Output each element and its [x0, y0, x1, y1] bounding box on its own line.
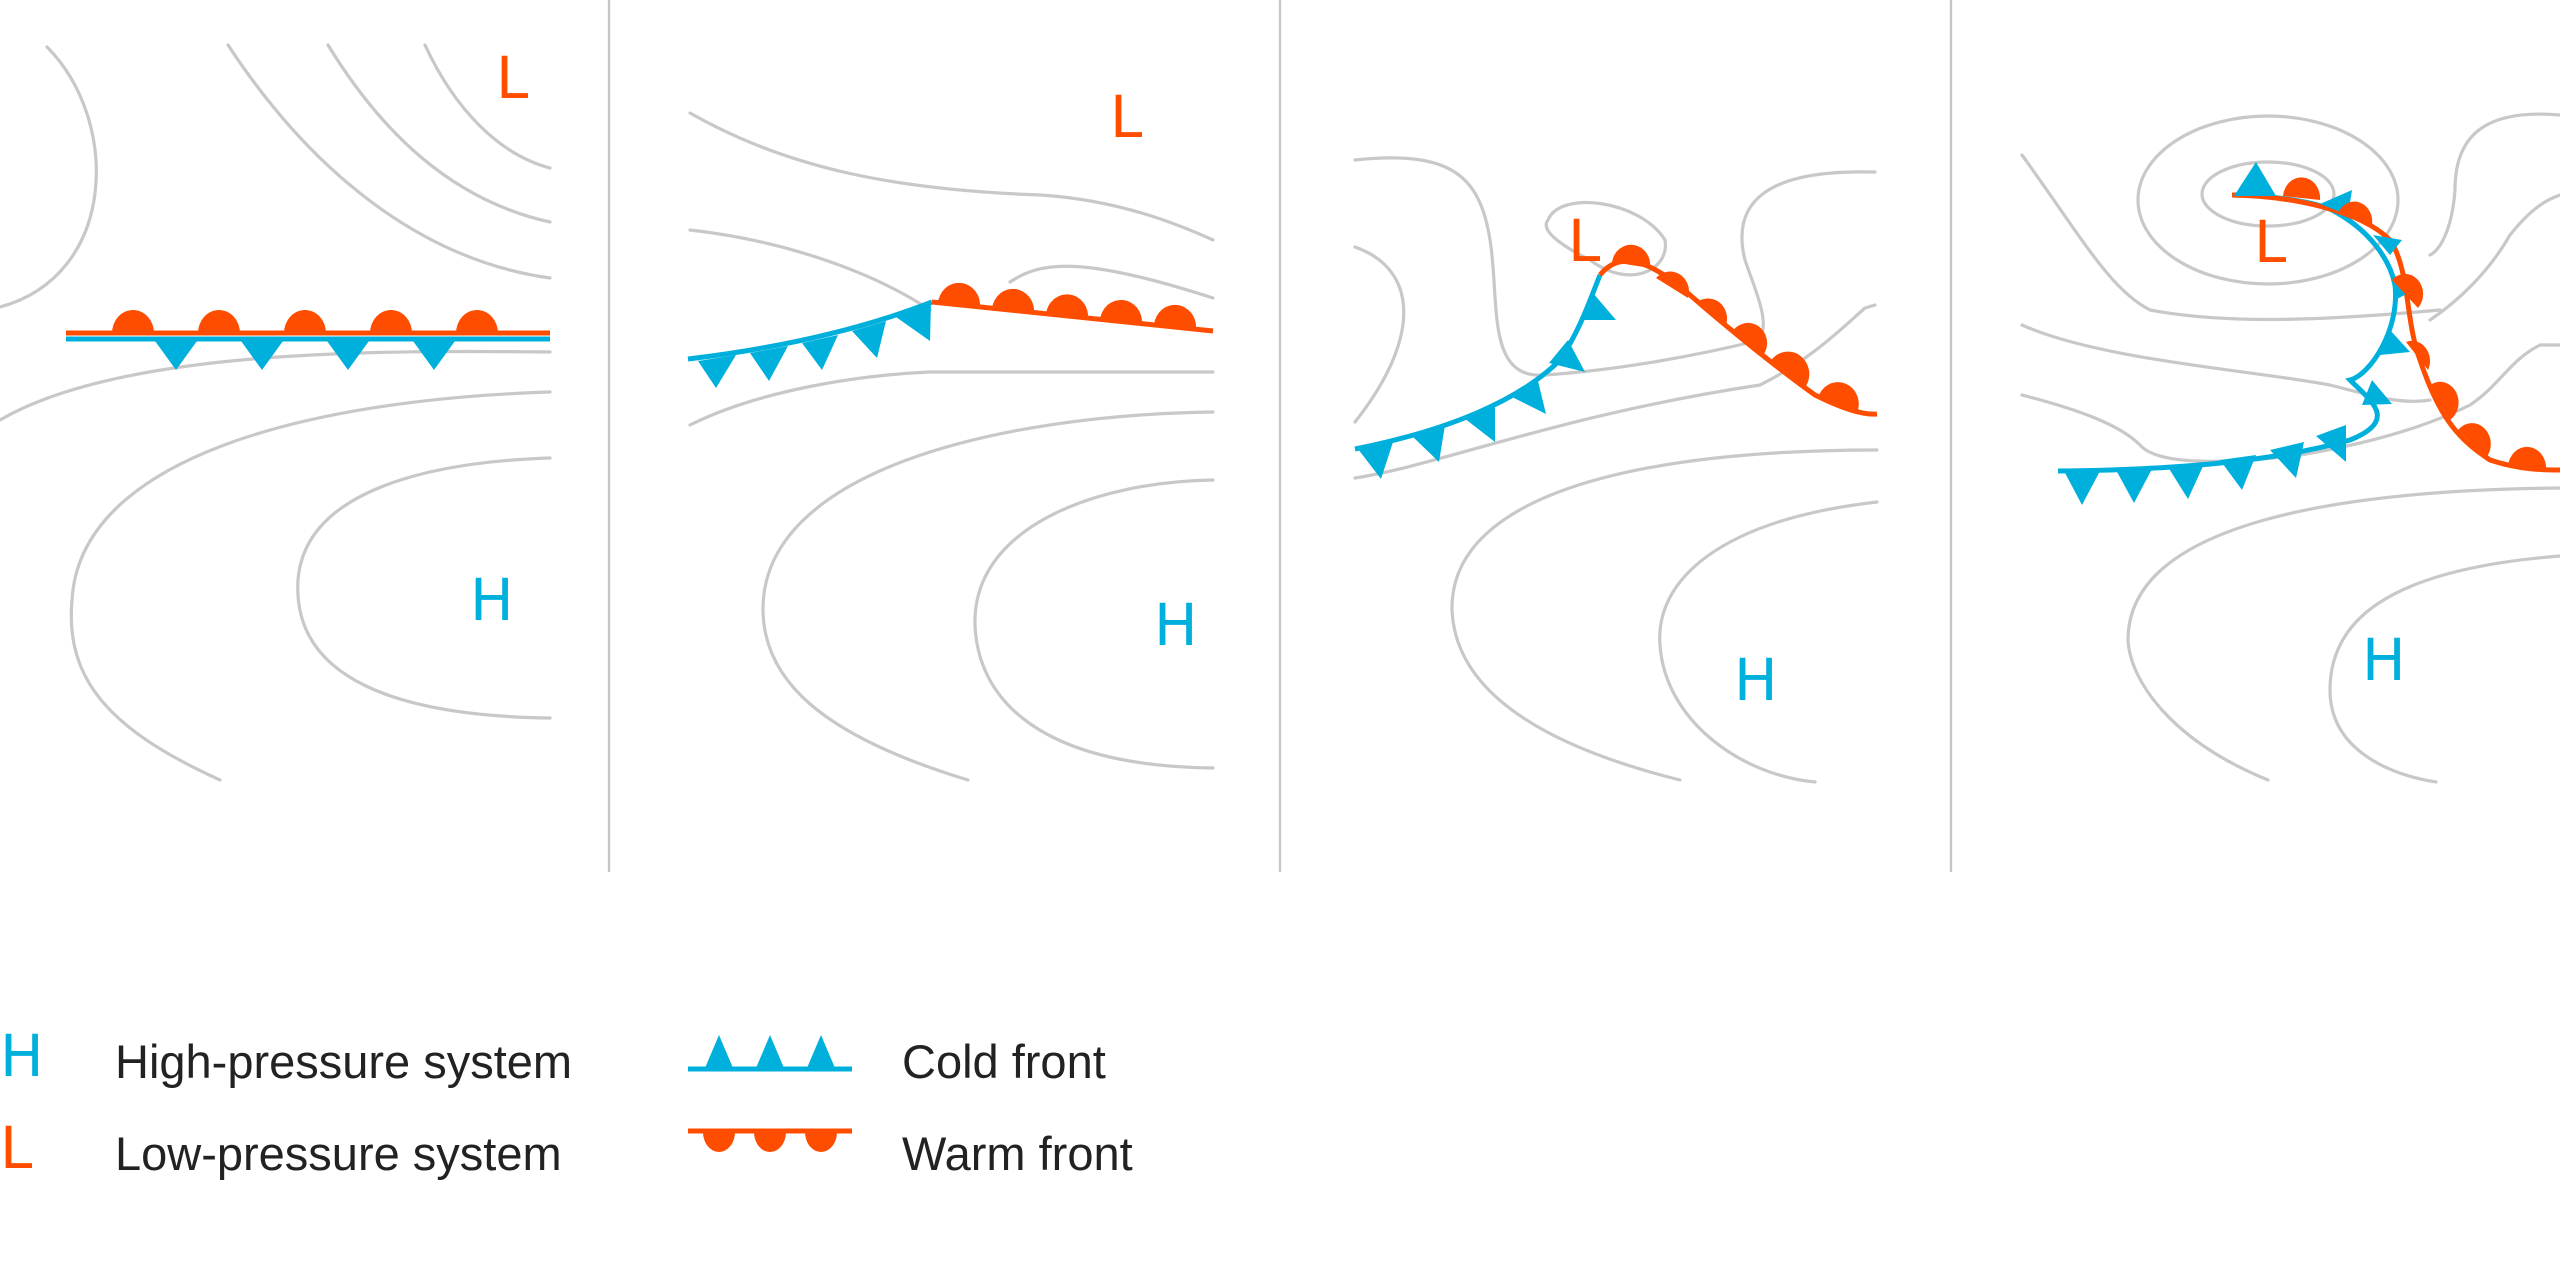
warm-front-semicircles: [112, 310, 498, 333]
legend-low-symbol: L: [0, 1114, 32, 1182]
legend: H High-pressure system L Low-pressure sy…: [0, 1022, 1133, 1182]
legend-low-label: Low-pressure system: [115, 1127, 562, 1180]
warm-front-semicircle: [456, 310, 498, 333]
cold-front-line: [687, 299, 933, 362]
cold-front-triangle: [698, 355, 736, 388]
cold-front-icon: [688, 1035, 852, 1072]
cold-front-triangle: [2316, 425, 2346, 462]
high-pressure-label: H: [470, 566, 514, 634]
low-pressure-label: L: [496, 44, 528, 112]
cold-front-triangle: [2168, 464, 2204, 499]
legend-item-low: L Low-pressure system: [0, 1114, 562, 1182]
warm-front-semicircle: [1770, 351, 1810, 386]
panel-4: L H: [2020, 112, 2560, 784]
warm-front-semicircle: [1696, 298, 1728, 325]
cold-front-triangle: [852, 321, 886, 358]
cold-front-triangles: [1358, 293, 1616, 479]
high-pressure-label: H: [2362, 626, 2406, 694]
panel-2: L H: [687, 83, 1215, 782]
cold-front-triangle: [2270, 442, 2304, 478]
legend-high-label: High-pressure system: [115, 1035, 572, 1088]
cold-front-triangle: [1412, 425, 1445, 462]
cold-front-triangle: [2362, 380, 2392, 405]
warm-front-semicircle: [1046, 294, 1089, 319]
legend-item-warm-front: Warm front: [688, 1127, 1133, 1180]
warm-front-semicircle: [1154, 304, 1197, 329]
legend-item-cold-front: Cold front: [688, 1035, 1106, 1088]
warm-front-semicircle: [1732, 322, 1768, 354]
cold-front-triangle: [155, 341, 197, 370]
cold-front-triangle: [1358, 442, 1393, 479]
warm-front-semicircle: [112, 310, 154, 333]
warm-front-semicircle: [1100, 299, 1143, 324]
cold-front-triangle: [413, 341, 455, 370]
cold-front-triangle: [1464, 405, 1495, 442]
legend-warm-front-label: Warm front: [902, 1127, 1133, 1180]
warm-front-semicircles: [1612, 244, 1859, 410]
warm-front-semicircle: [1612, 244, 1651, 268]
cold-front-triangle: [802, 335, 838, 370]
warm-front-semicircle: [198, 310, 240, 333]
warm-front-semicircle: [2283, 177, 2321, 200]
cold-front-triangles: [698, 302, 931, 388]
cold-front-triangle: [2380, 330, 2410, 355]
legend-item-high: H High-pressure system: [0, 1022, 572, 1090]
cold-front-triangle: [1549, 340, 1585, 372]
cold-front-triangle: [2116, 469, 2152, 503]
cold-front-triangle: [896, 302, 931, 341]
cold-front-triangle: [2064, 471, 2100, 505]
warm-front-semicircle: [370, 310, 412, 333]
cold-front-triangle: [2234, 162, 2276, 196]
cold-front-triangle: [750, 346, 788, 381]
warm-front-semicircle: [2406, 340, 2430, 370]
cold-front-triangle: [1580, 293, 1616, 320]
cold-front-triangle: [327, 341, 369, 370]
warm-front-icon: [688, 1128, 852, 1152]
cold-front-triangle: [2373, 235, 2402, 255]
cold-front-triangle: [1510, 377, 1546, 414]
cold-front-triangles: [155, 341, 455, 370]
warm-front-semicircle: [2392, 273, 2424, 308]
high-pressure-label: H: [1154, 591, 1198, 659]
high-pressure-label: H: [1734, 646, 1778, 714]
low-pressure-label: L: [1568, 207, 1600, 275]
cold-front-triangle: [241, 341, 283, 370]
low-pressure-label: L: [2254, 208, 2286, 276]
warm-front-semicircle: [938, 282, 981, 307]
warm-front-semicircle: [1818, 382, 1859, 410]
warm-front-semicircle: [284, 310, 326, 333]
warm-front-semicircles: [938, 282, 1197, 329]
low-pressure-label: L: [1110, 83, 1142, 151]
warm-front-semicircle: [2508, 446, 2547, 470]
warm-front-semicircle: [2458, 423, 2491, 458]
warm-front-semicircles: [2283, 177, 2547, 470]
warm-front-semicircle: [992, 288, 1035, 313]
legend-cold-front-label: Cold front: [902, 1035, 1106, 1088]
warm-front-semicircle: [2338, 201, 2373, 225]
warm-front-semicircle: [2430, 381, 2459, 420]
panel-3: L H: [1353, 156, 1879, 784]
panel-1: L H: [0, 43, 552, 782]
isobars: [0, 43, 552, 782]
warm-front-semicircle: [1656, 271, 1690, 298]
isobars: [688, 111, 1215, 782]
isobars: [1353, 156, 1879, 784]
cold-front-triangle: [2220, 455, 2256, 490]
legend-high-symbol: H: [0, 1022, 44, 1090]
